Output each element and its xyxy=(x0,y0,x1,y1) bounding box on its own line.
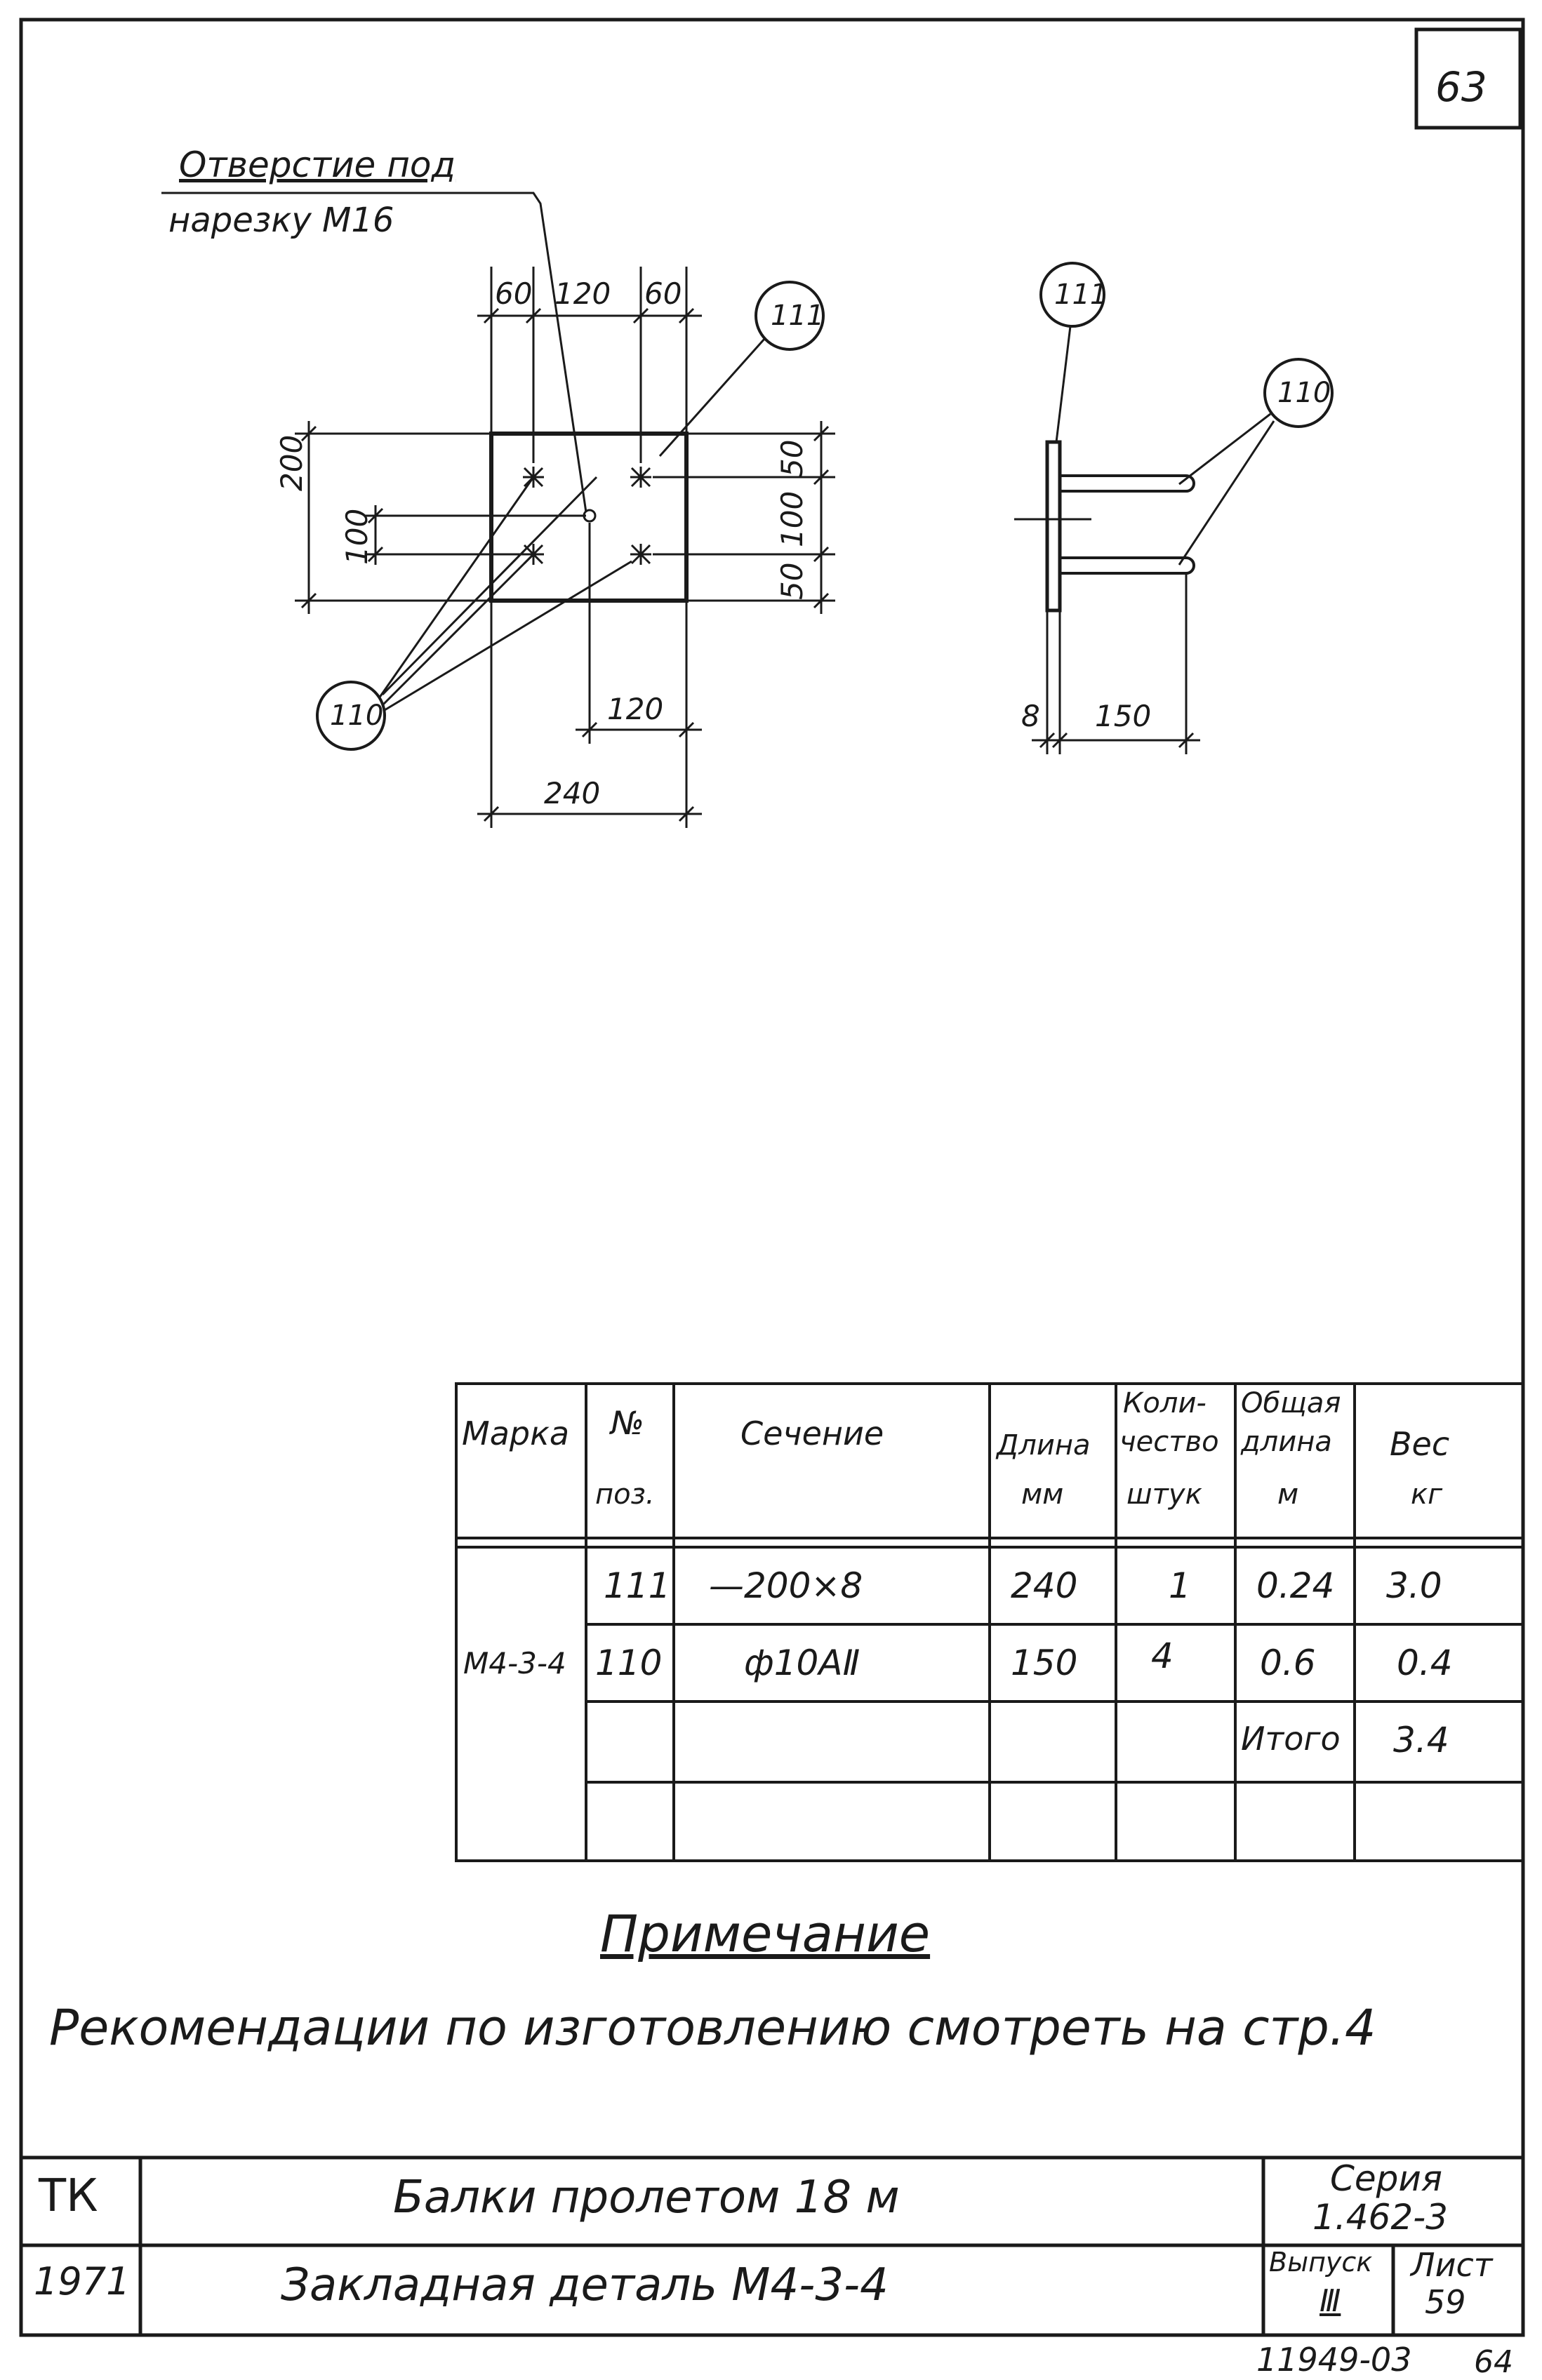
page-number: 63 xyxy=(1435,63,1487,111)
page-number-box xyxy=(1414,27,1522,130)
plan-dim-bottom-outer: 240 xyxy=(544,776,601,810)
tb-sheet-label: Лист xyxy=(1411,2246,1493,2284)
title-block-grid xyxy=(21,2155,1523,2335)
side-callout-111: 111 xyxy=(1054,279,1108,311)
tb-sheet-value: 59 xyxy=(1425,2283,1466,2321)
th-pos-1: № xyxy=(611,1404,644,1442)
tb-title: Балки пролетом 18 м xyxy=(393,2172,900,2224)
side-dim-length: 150 xyxy=(1095,699,1152,733)
side-callout-110-circle xyxy=(1263,358,1334,428)
td-pos-1: 110 xyxy=(595,1643,663,1683)
td-qty-1: 4 xyxy=(1151,1636,1174,1676)
td-qty-0: 1 xyxy=(1169,1565,1191,1606)
plan-dim-top-1: 120 xyxy=(554,276,611,311)
th-weight-1: Вес xyxy=(1390,1425,1450,1463)
side-callout-110: 110 xyxy=(1277,377,1331,409)
plan-dim-left-outer: 200 xyxy=(274,434,309,491)
td-totlen-0: 0.24 xyxy=(1256,1565,1335,1606)
tb-series-label: Серия xyxy=(1330,2158,1442,2199)
td-weight-0: 3.0 xyxy=(1386,1565,1442,1606)
th-totlen-1: Общая xyxy=(1241,1387,1341,1419)
plan-dim-top-2: 60 xyxy=(644,276,682,311)
plan-dim-right-0: 50 xyxy=(775,439,809,477)
th-length-2: мм xyxy=(1021,1478,1064,1511)
tb-org: ТК xyxy=(39,2170,98,2222)
side-dim-thickness: 8 xyxy=(1021,699,1040,733)
td-totlen-1: 0.6 xyxy=(1260,1643,1316,1683)
plan-dim-top-0: 60 xyxy=(495,276,533,311)
th-pos-2: поз. xyxy=(595,1478,655,1511)
side-plate xyxy=(1045,440,1062,613)
plan-dim-left-inner: 100 xyxy=(340,508,374,565)
sheet-frame xyxy=(19,18,1525,2337)
th-totlen-3: м xyxy=(1277,1478,1299,1511)
plan-callout-110: 110 xyxy=(330,700,384,732)
th-weight-2: кг xyxy=(1411,1478,1443,1511)
td-length-0: 240 xyxy=(1011,1565,1078,1606)
th-totlen-2: длина xyxy=(1241,1426,1332,1458)
plan-dim-bottom-inner: 120 xyxy=(607,692,664,726)
spec-table-grid xyxy=(455,1382,1524,1862)
td-weight-1: 0.4 xyxy=(1397,1643,1453,1683)
note-text: Рекомендации по изготовлению смотреть на… xyxy=(49,1999,1376,2057)
tb-issue-value: Ⅲ xyxy=(1320,2283,1341,2319)
th-length-1: Длина xyxy=(997,1429,1091,1462)
note-title: Примечание xyxy=(600,1904,931,1963)
td-total-weight: 3.4 xyxy=(1393,1720,1449,1760)
hole-note-line2: нарезку М16 xyxy=(168,201,394,240)
plan-callout-111-circle xyxy=(755,281,825,351)
td-mark: М4-3-4 xyxy=(463,1646,566,1680)
th-qty-2: чество xyxy=(1119,1426,1219,1458)
td-section-0: —200×8 xyxy=(709,1565,863,1606)
th-qty-3: штук xyxy=(1126,1478,1202,1511)
plan-callout-111: 111 xyxy=(771,300,825,332)
tb-issue-label: Выпуск xyxy=(1269,2247,1373,2278)
plan-dim-right-1: 100 xyxy=(775,490,809,547)
td-length-1: 150 xyxy=(1011,1643,1078,1683)
th-mark: Марка xyxy=(462,1415,570,1452)
th-section: Сечение xyxy=(740,1415,884,1452)
archive-page: 64 xyxy=(1474,2344,1513,2380)
side-callout-111-circle xyxy=(1039,262,1105,328)
td-total-label: Итого xyxy=(1241,1720,1341,1758)
td-pos-0: 111 xyxy=(604,1565,671,1606)
archive-number: 11949-03 xyxy=(1256,2341,1412,2379)
tb-series-value: 1.462-3 xyxy=(1312,2197,1448,2238)
tb-subtitle: Закладная деталь М4-3-4 xyxy=(281,2259,889,2311)
plan-view xyxy=(161,192,835,828)
side-view xyxy=(1014,262,1334,754)
th-qty-1: Коли- xyxy=(1123,1387,1207,1419)
plan-dim-right-2: 50 xyxy=(775,562,809,600)
td-section-1: ф10АⅡ xyxy=(744,1643,860,1683)
hole-note-line1: Отверстие под xyxy=(179,145,456,185)
plan-callout-110-circle xyxy=(316,681,386,751)
tb-year: 1971 xyxy=(34,2259,131,2304)
